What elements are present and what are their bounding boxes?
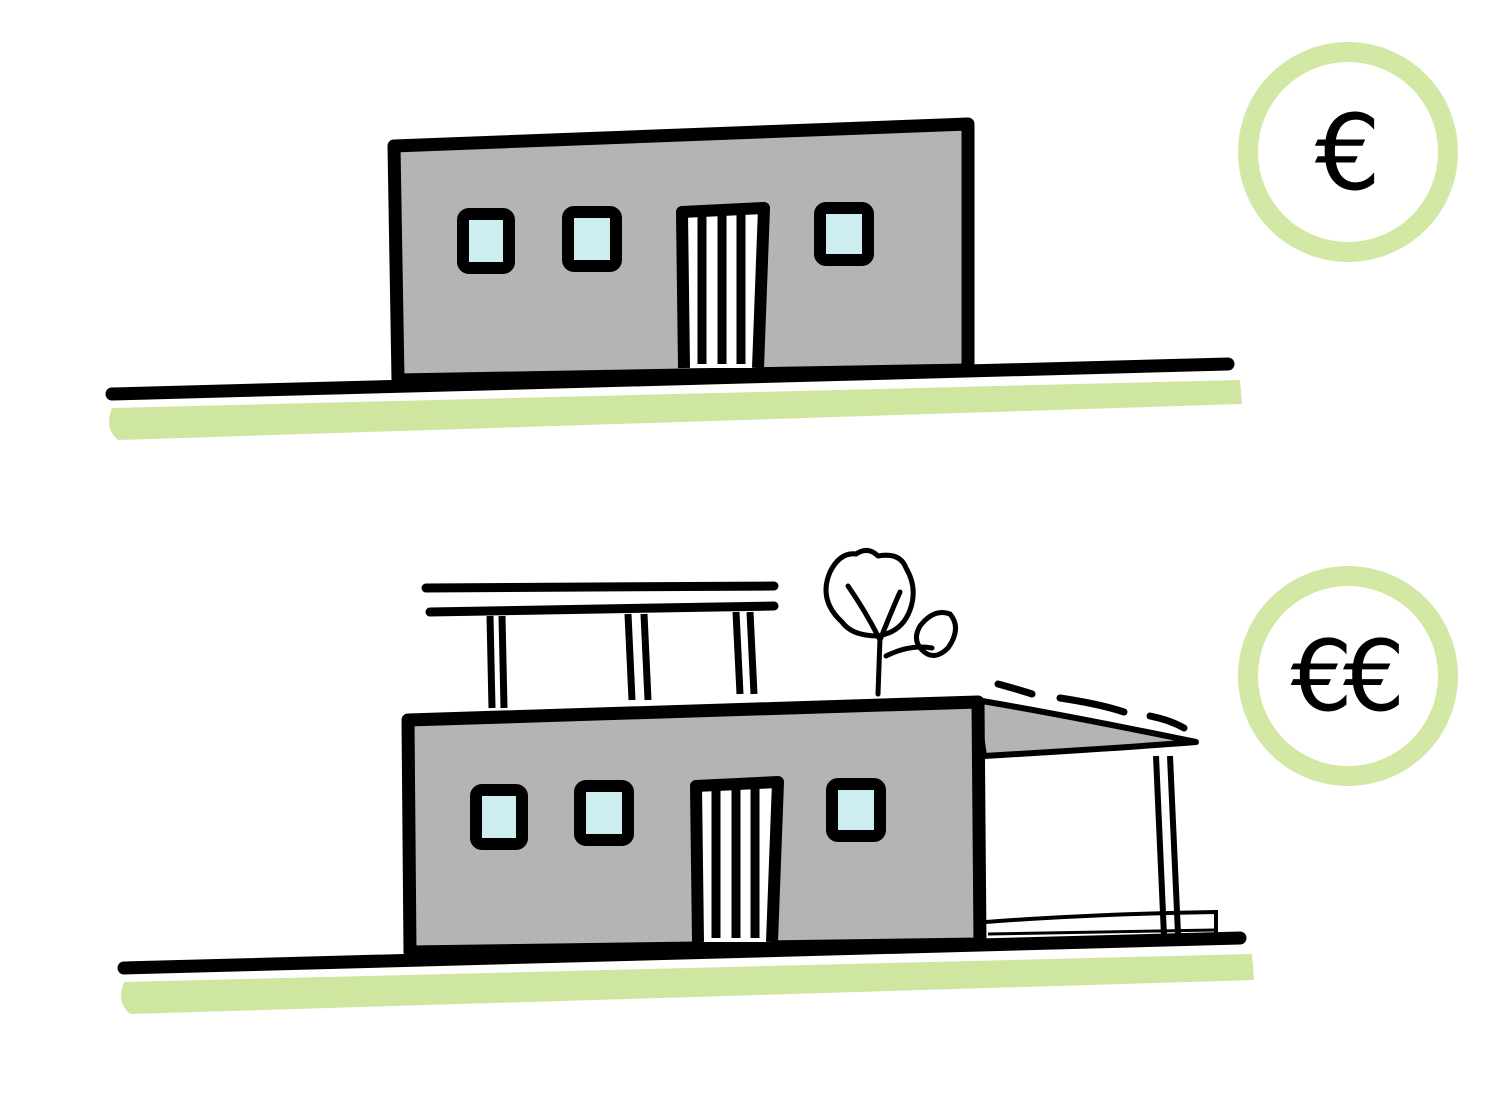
window (457, 208, 515, 274)
door (690, 776, 784, 943)
window (562, 206, 622, 272)
price-badge-basic: € (1238, 42, 1458, 262)
ground-grass (109, 380, 1242, 440)
euro-sign-icon: € (1314, 92, 1382, 214)
euro-sign-icon: €€ (1290, 620, 1406, 734)
canopy-icon (973, 680, 1218, 937)
window (826, 778, 886, 842)
window (470, 784, 528, 850)
premium-house-illustration (117, 548, 1254, 1014)
price-badge-premium: €€ (1238, 566, 1458, 786)
window (814, 202, 874, 266)
ground-grass (121, 954, 1254, 1014)
basic-house-illustration (105, 117, 1242, 440)
tree-icon (823, 548, 958, 697)
window (574, 780, 634, 846)
door (676, 202, 770, 369)
rooftop-pergola (421, 581, 779, 709)
